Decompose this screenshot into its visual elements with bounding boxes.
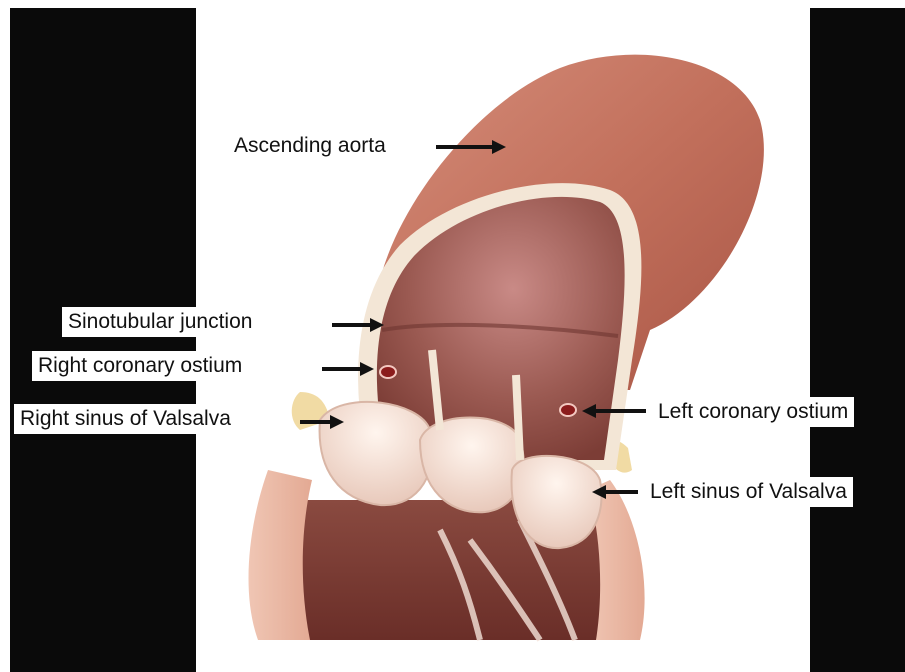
- label-sinotubular-junction: Sinotubular junction: [62, 307, 258, 337]
- noncoronary-sinus-cusp: [420, 418, 524, 513]
- label-right-coronary-ostium: Right coronary ostium: [32, 351, 248, 381]
- right-coronary-ostium-marker: [380, 366, 396, 378]
- right-sinus-cusp: [320, 402, 433, 505]
- label-ascending-aorta: Ascending aorta: [228, 131, 392, 161]
- left-fat-pad: [249, 470, 312, 640]
- label-left-coronary-ostium: Left coronary ostium: [652, 397, 854, 427]
- label-right-sinus-of-valsalva: Right sinus of Valsalva: [14, 404, 237, 434]
- label-left-sinus-of-valsalva: Left sinus of Valsalva: [644, 477, 853, 507]
- left-coronary-ostium-marker: [560, 404, 576, 416]
